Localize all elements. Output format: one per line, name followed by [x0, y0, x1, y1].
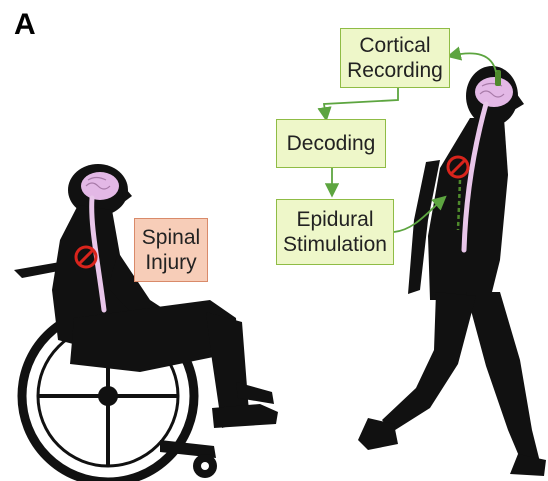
epidural-stimulation-box: Epidural Stimulation: [276, 199, 394, 265]
cortical-recording-box: Cortical Recording: [340, 28, 450, 88]
decoding-box: Decoding: [276, 119, 386, 168]
spinal-injury-box: Spinal Injury: [134, 218, 208, 282]
brain-icon: [475, 77, 513, 107]
brain-icon: [81, 172, 119, 200]
arrow-to-decoding: [324, 88, 398, 118]
seated-person-silhouette: [14, 164, 278, 481]
spinal-injury-label: Spinal Injury: [142, 225, 200, 275]
decoding-label: Decoding: [287, 131, 376, 156]
panel-label: A: [14, 8, 36, 42]
epidural-stimulation-label: Epidural Stimulation: [283, 207, 387, 257]
walking-person-silhouette: [358, 66, 546, 476]
cortical-recording-label: Cortical Recording: [347, 33, 443, 83]
